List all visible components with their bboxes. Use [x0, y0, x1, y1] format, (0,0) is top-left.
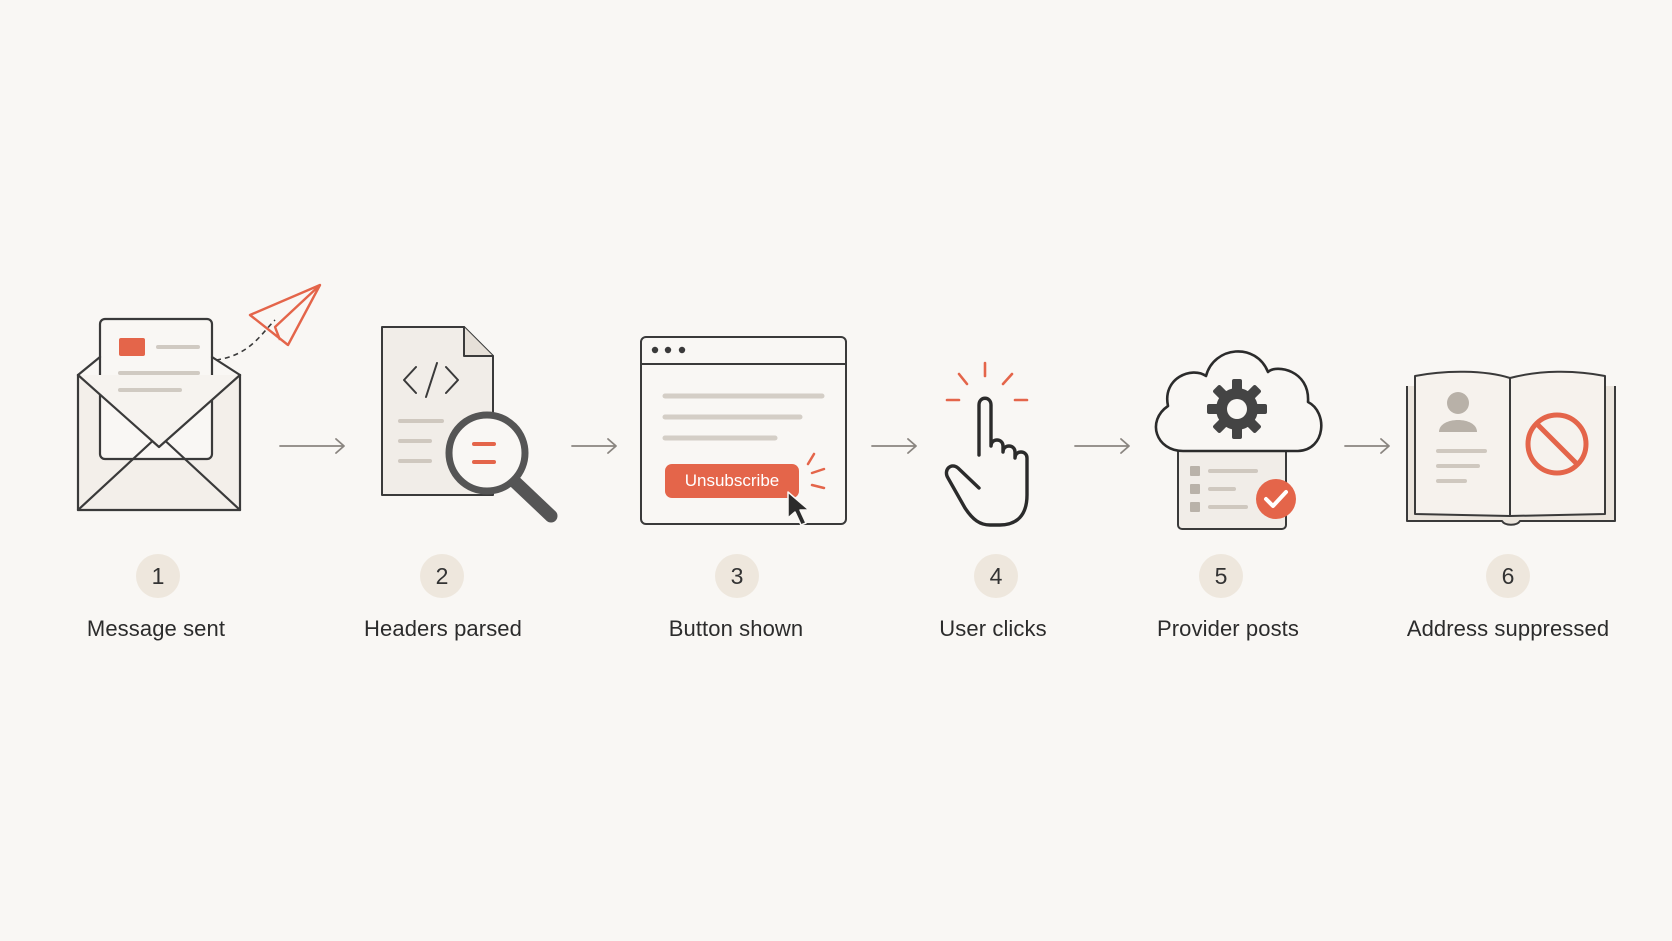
step-number-badge: 4: [974, 554, 1018, 598]
arrow-right-icon: [1074, 438, 1130, 454]
pointing-hand-click-icon: [944, 361, 1029, 527]
code-document-magnifier-icon: [381, 326, 558, 523]
step-label: User clicks: [939, 616, 1047, 641]
step-label: Provider posts: [1156, 616, 1299, 641]
step-number-badge: 5: [1199, 554, 1243, 598]
step-label: Message sent: [86, 616, 226, 641]
step-label: Address suppressed: [1406, 616, 1610, 641]
cursor-icon: [787, 491, 810, 526]
envelope-paper-plane-icon: [76, 283, 322, 512]
step-number-badge: 1: [136, 554, 180, 598]
step-number-badge: 6: [1486, 554, 1530, 598]
arrow-right-icon: [279, 438, 345, 454]
step-number-badge: 3: [715, 554, 759, 598]
step-label: Button shown: [668, 616, 804, 641]
arrow-right-icon: [1344, 438, 1390, 454]
arrow-right-icon: [571, 438, 617, 454]
cloud-gear-checklist-icon: [1154, 350, 1323, 530]
step-number-badge: 2: [420, 554, 464, 598]
browser-unsubscribe-icon: [640, 336, 847, 525]
arrow-right-icon: [871, 438, 917, 454]
address-book-blocked-icon: [1406, 370, 1616, 526]
unsubscribe-button: Unsubscribe: [665, 464, 799, 498]
step-label: Headers parsed: [364, 616, 522, 641]
